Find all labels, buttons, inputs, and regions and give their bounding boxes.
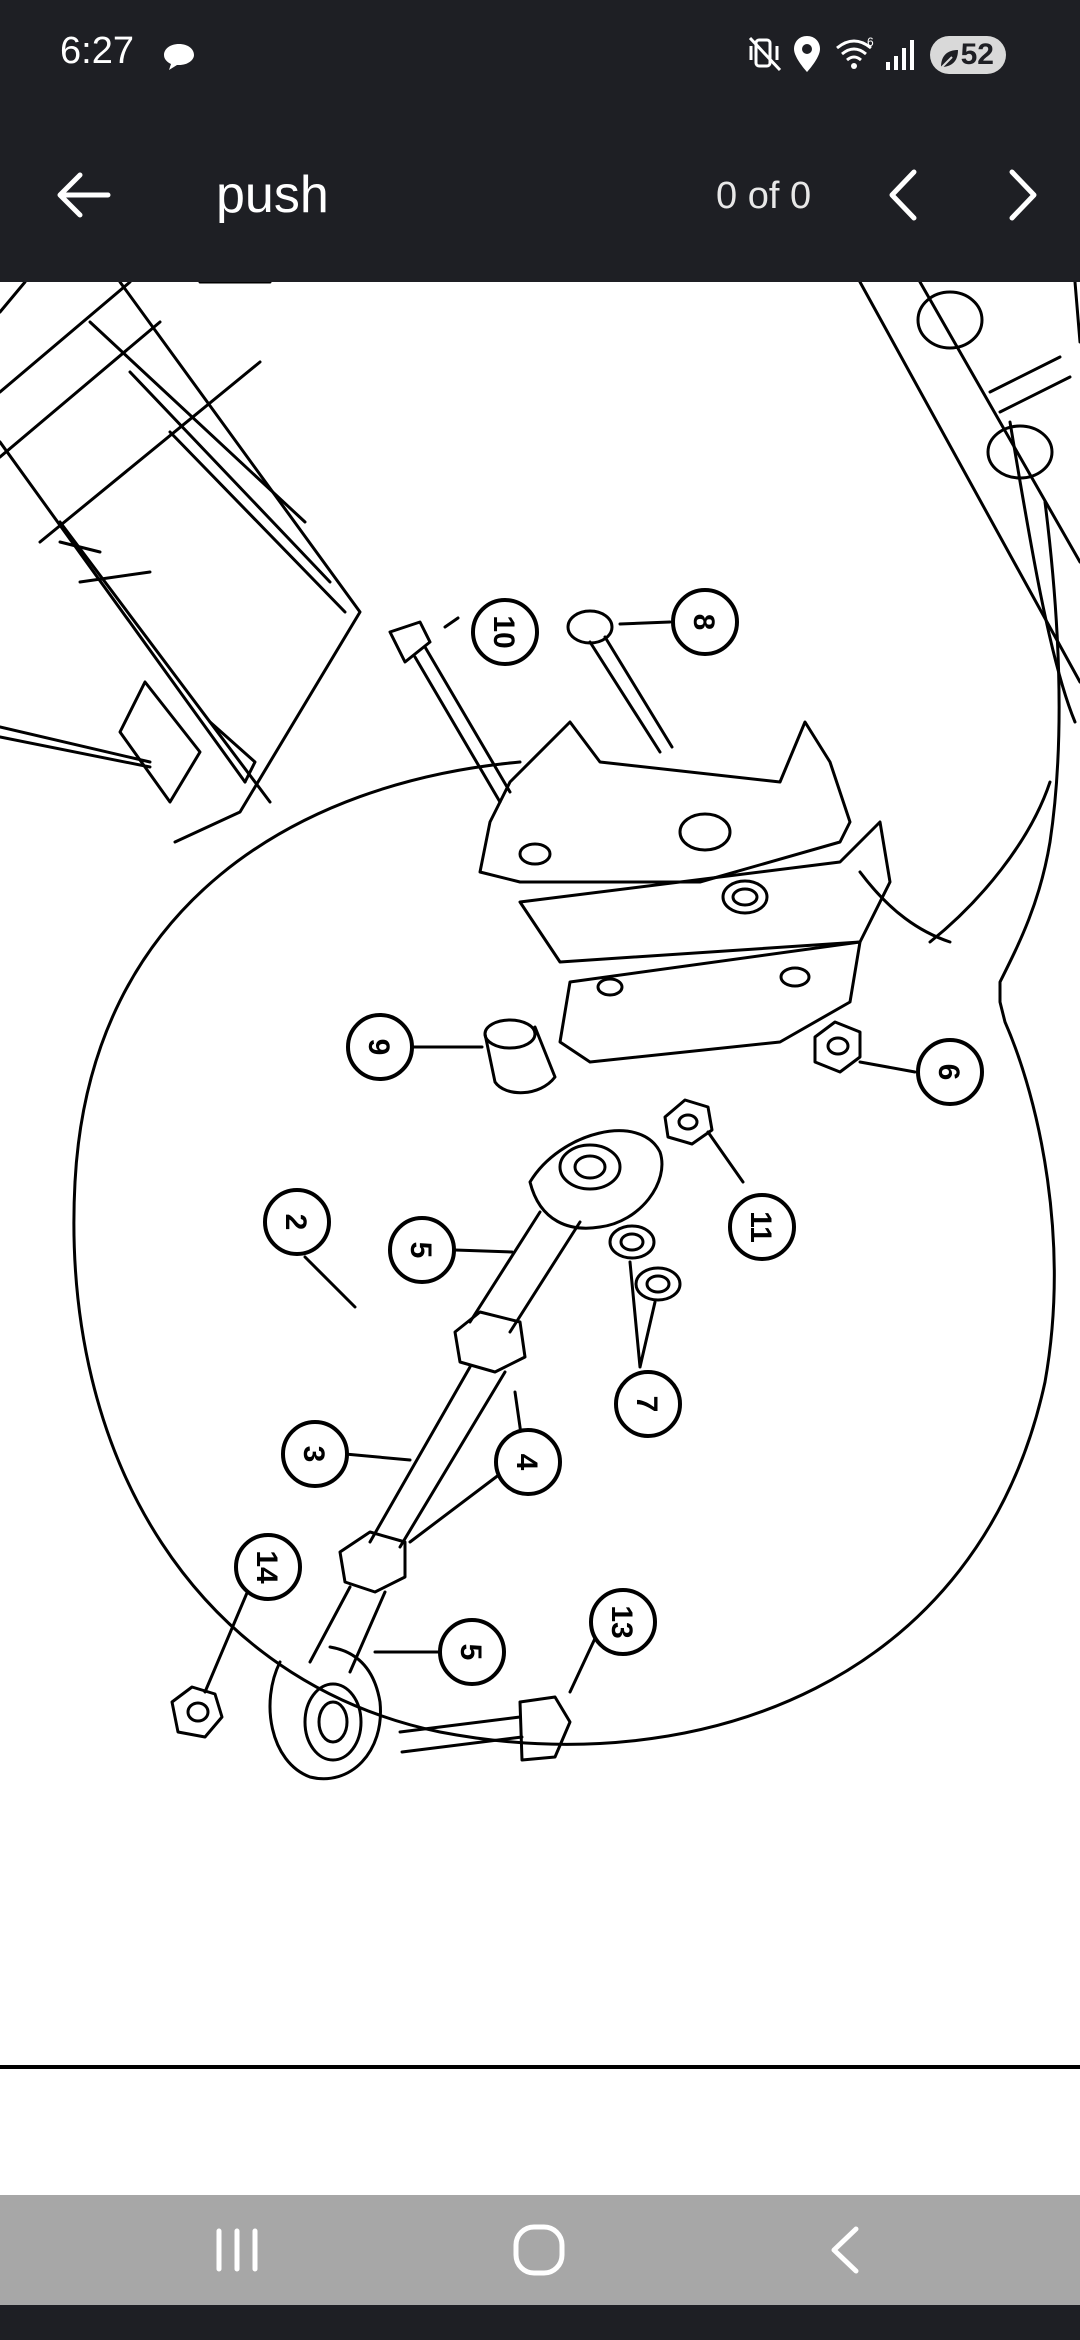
battery-indicator: 52 [930, 36, 1006, 74]
callout-circle [494, 1428, 562, 1496]
base-plate-outline [72, 500, 1061, 1746]
callout-circle [916, 1038, 984, 1106]
callout-circle [614, 1370, 682, 1438]
callout-circle [234, 1533, 302, 1601]
recent-apps-button[interactable] [192, 2217, 282, 2283]
mute-vibrate-icon [748, 34, 782, 79]
callout-label: 14 [250, 1550, 283, 1584]
callout-label: 3 [297, 1446, 330, 1463]
callout-circle [281, 1420, 349, 1488]
callout-circle [346, 1013, 414, 1081]
callout-label: 11 [744, 1211, 777, 1243]
document-page[interactable]: 10 8 9 6 11 2 5 7 3 4 14 5 13 [0, 282, 1080, 2195]
callout-circle [388, 1216, 456, 1284]
location-icon [792, 34, 822, 79]
svg-text:6: 6 [867, 35, 874, 49]
bottom-strip [0, 2305, 1080, 2340]
callout-label: 2 [279, 1214, 312, 1231]
home-icon [513, 2224, 565, 2276]
search-term[interactable]: push [216, 166, 329, 224]
callout-label: 6 [932, 1064, 965, 1081]
system-navigation-bar [0, 2195, 1080, 2305]
top-app-bar: push 0 of 0 [0, 110, 1080, 282]
callout-label: 5 [454, 1644, 487, 1661]
recent-apps-icon [216, 2228, 258, 2272]
callout-circle [263, 1188, 331, 1256]
callout-label: 4 [510, 1454, 543, 1471]
callout-circle [728, 1193, 796, 1261]
status-bar: 6:27 6 52 [0, 0, 1080, 110]
callout-circle [438, 1618, 506, 1686]
status-time: 6:27 [60, 30, 134, 72]
chevron-left-icon [889, 169, 917, 221]
home-button[interactable] [494, 2217, 584, 2283]
match-count: 0 of 0 [716, 175, 812, 217]
callout-label: 9 [362, 1039, 395, 1056]
callout-circle [671, 588, 739, 656]
technical-drawing: 10 8 9 6 11 2 5 7 3 4 14 5 13 [0, 282, 1080, 2069]
callout-label: 7 [630, 1396, 663, 1413]
battery-saver-icon [938, 43, 960, 81]
back-icon [831, 2226, 859, 2274]
back-arrow-icon [57, 172, 111, 218]
back-button[interactable] [50, 160, 120, 230]
previous-match-button[interactable] [870, 160, 940, 230]
callout-circle [589, 1588, 657, 1656]
callout-label: 8 [687, 614, 720, 631]
signal-icon [884, 34, 920, 79]
callout-circle [471, 598, 539, 666]
battery-level: 52 [960, 38, 994, 71]
next-match-button[interactable] [986, 160, 1056, 230]
system-back-button[interactable] [800, 2217, 890, 2283]
callout-label: 10 [487, 615, 520, 648]
chat-bubble-icon [162, 42, 196, 77]
callout-label: 5 [404, 1242, 437, 1259]
wifi-6-icon: 6 [834, 34, 876, 79]
callout-label: 13 [605, 1605, 638, 1638]
chevron-right-icon [1009, 169, 1037, 221]
